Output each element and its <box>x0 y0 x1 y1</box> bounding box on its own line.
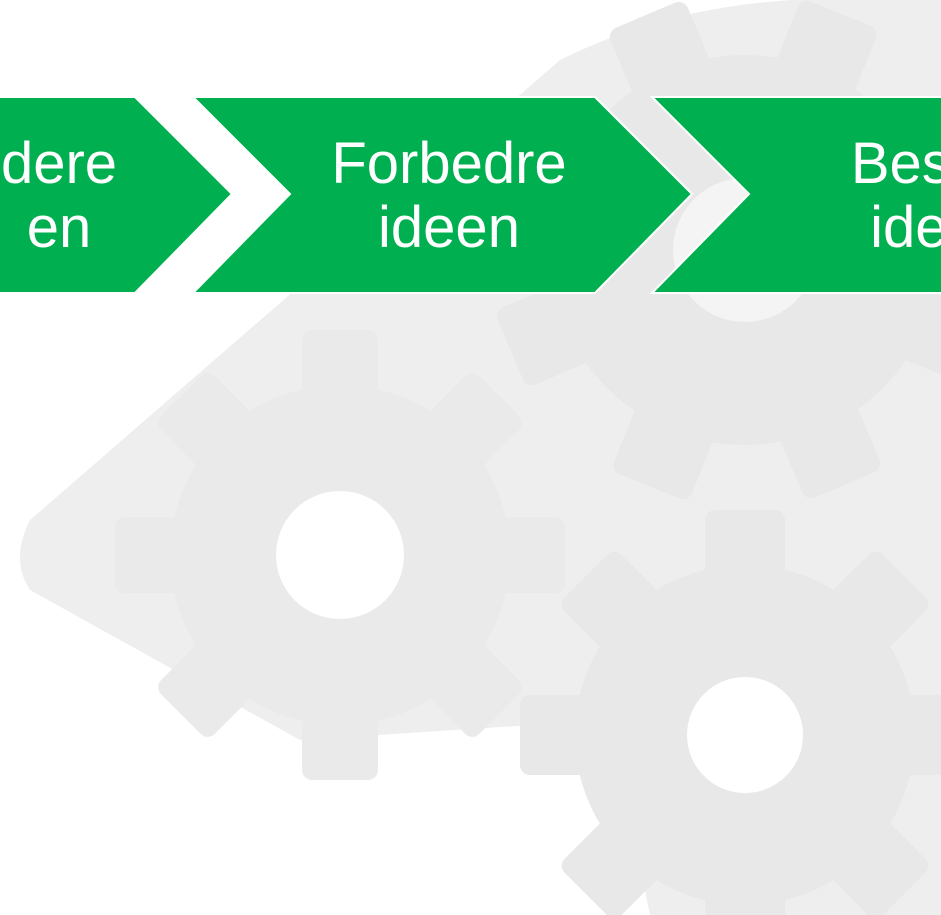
step-label-3: Beskr idee <box>850 131 941 260</box>
step-label-2: Forbedre ideen <box>331 131 567 260</box>
chevron-shape-step-2 <box>190 96 694 294</box>
chevron-shape-step-3 <box>649 96 941 294</box>
chevron-shape-step-1 <box>0 96 234 294</box>
gear-icon <box>115 330 565 780</box>
gear-icon <box>520 510 941 915</box>
step-label-1: dere en <box>0 131 118 260</box>
